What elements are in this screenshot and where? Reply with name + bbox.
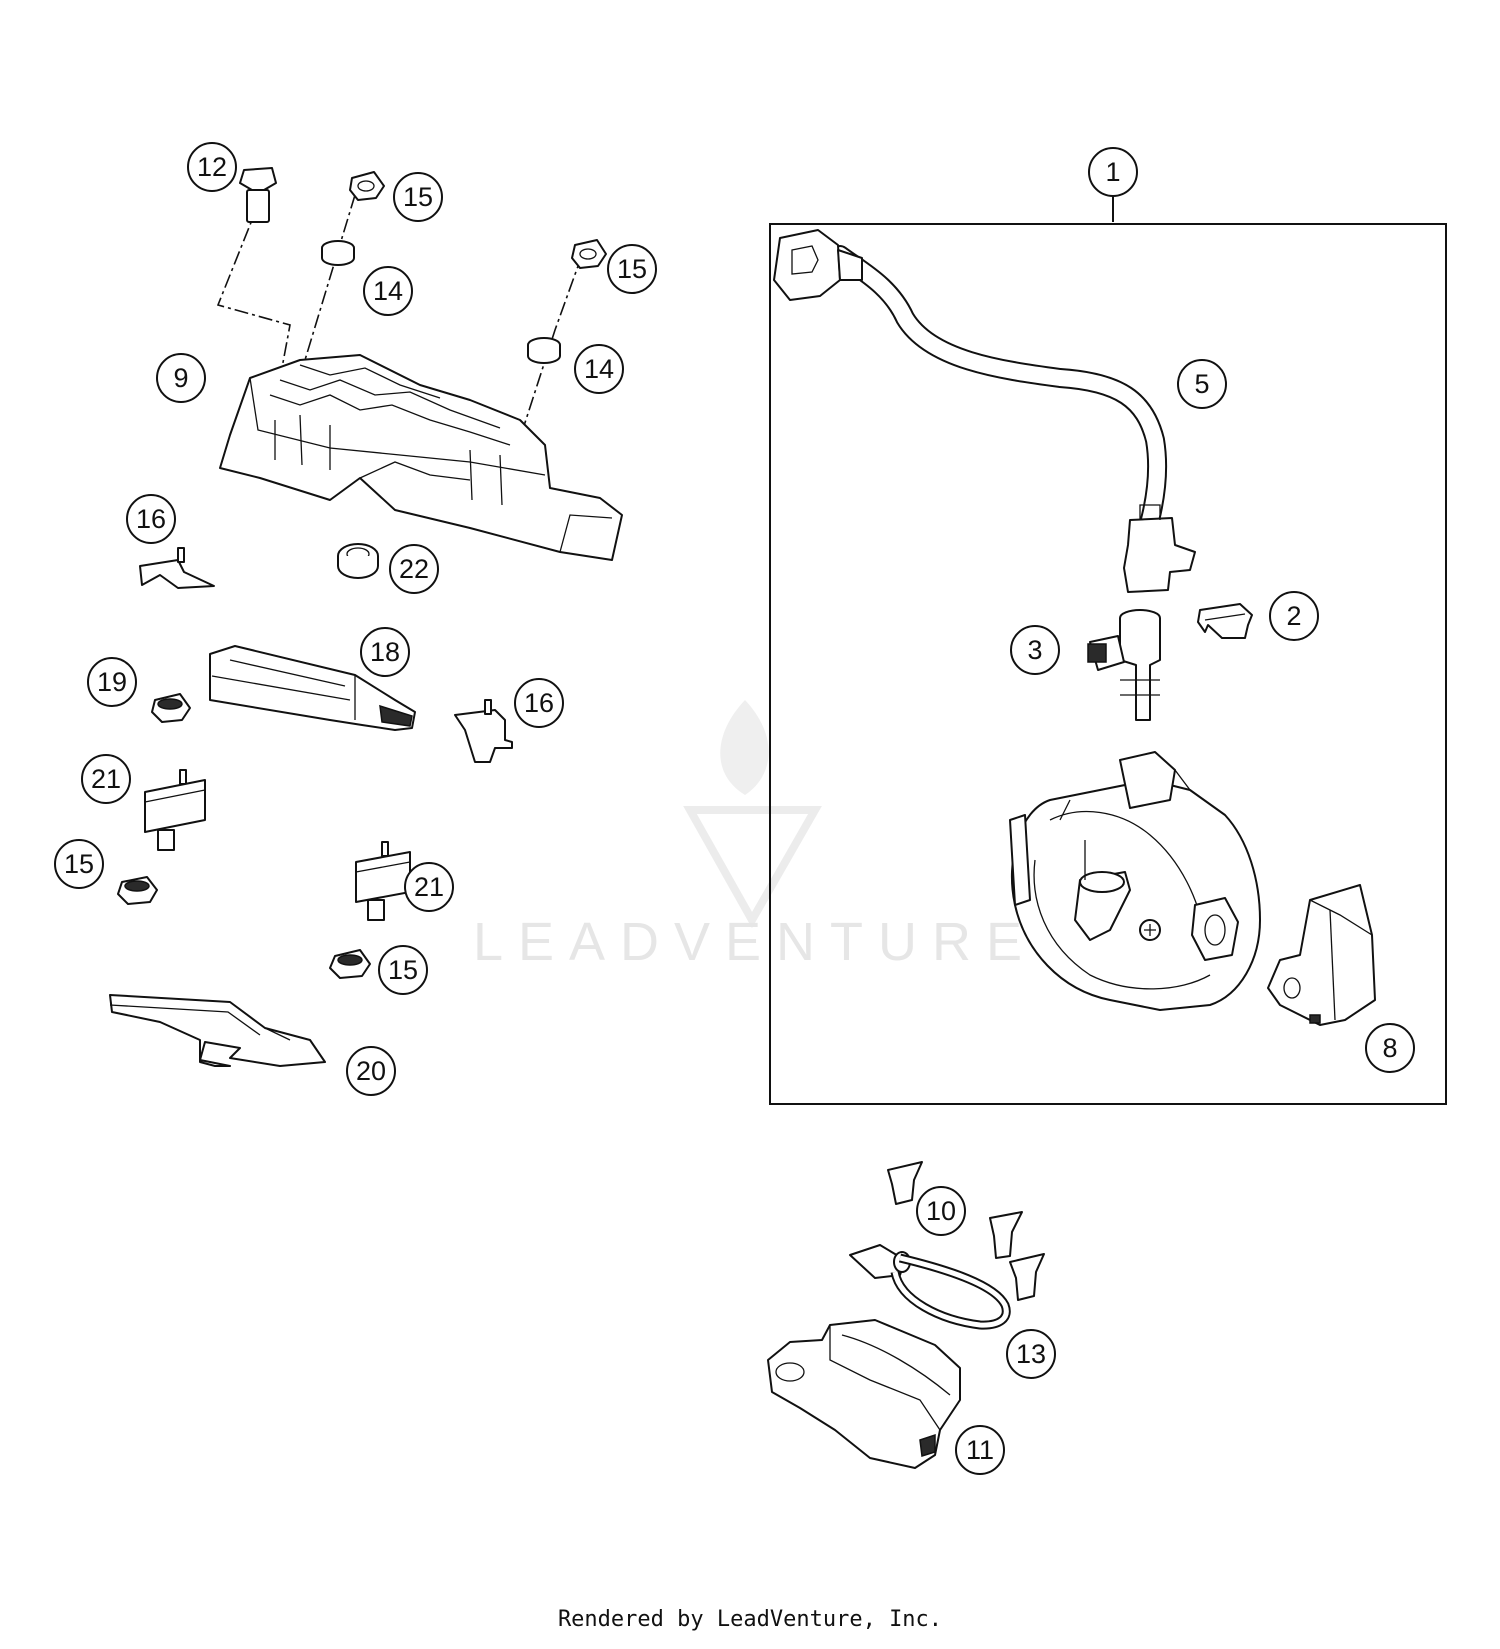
svg-text:19: 19 xyxy=(97,667,127,697)
svg-text:20: 20 xyxy=(356,1056,386,1086)
callout-15-d: 15 xyxy=(378,945,428,995)
callout-15-a: 15 xyxy=(393,172,443,222)
callout-18: 18 xyxy=(360,627,410,677)
callout-21-b: 21 xyxy=(404,862,454,912)
svg-text:12: 12 xyxy=(197,152,227,182)
svg-text:11: 11 xyxy=(966,1435,994,1465)
part-21-damper-b xyxy=(355,841,411,921)
svg-text:15: 15 xyxy=(388,955,418,985)
callout-8: 8 xyxy=(1365,1023,1415,1073)
part-22-grommet xyxy=(337,543,379,579)
part-18-ecu xyxy=(209,645,416,731)
svg-text:22: 22 xyxy=(399,554,429,584)
part-10-screw-c xyxy=(1009,1253,1045,1301)
svg-text:1: 1 xyxy=(1105,157,1120,187)
watermark-v-icon xyxy=(683,806,822,929)
callout-20: 20 xyxy=(346,1046,396,1096)
svg-text:16: 16 xyxy=(524,688,554,718)
part-2-clip xyxy=(1197,603,1253,639)
svg-text:13: 13 xyxy=(1016,1339,1046,1369)
svg-text:15: 15 xyxy=(617,254,647,284)
kit-frame xyxy=(769,195,1447,1105)
svg-text:21: 21 xyxy=(91,764,121,794)
callout-12: 12 xyxy=(187,142,237,192)
svg-text:16: 16 xyxy=(136,504,166,534)
svg-text:14: 14 xyxy=(584,354,614,384)
svg-text:2: 2 xyxy=(1286,601,1301,631)
part-13-clamp xyxy=(849,1244,1011,1330)
svg-text:15: 15 xyxy=(403,182,433,212)
svg-text:21: 21 xyxy=(414,872,444,902)
part-12-bolt xyxy=(239,167,277,223)
part-15-nut-c xyxy=(117,876,158,905)
part-15-nut-b xyxy=(571,239,607,269)
part-8-sensor xyxy=(1267,884,1376,1026)
part-10-screw-b xyxy=(989,1211,1023,1259)
callout-2: 2 xyxy=(1269,591,1319,641)
part-19-nut xyxy=(151,693,191,723)
svg-text:15: 15 xyxy=(64,849,94,879)
svg-text:9: 9 xyxy=(173,363,188,393)
callout-16-a: 16 xyxy=(126,494,176,544)
svg-text:14: 14 xyxy=(373,276,403,306)
callout-15-c: 15 xyxy=(54,839,104,889)
watermark-flame-icon xyxy=(720,700,769,795)
callout-13: 13 xyxy=(1006,1329,1056,1379)
leadventure-watermark: LEADVENTURE xyxy=(473,700,1037,972)
part-15-nut-a xyxy=(349,171,385,201)
footer-credit: Rendered by LeadVenture, Inc. xyxy=(557,1607,943,1632)
svg-text:8: 8 xyxy=(1382,1033,1397,1063)
callout-14-b: 14 xyxy=(574,344,624,394)
part-15-nut-d xyxy=(329,949,371,979)
part-20-plate xyxy=(109,994,326,1067)
svg-text:18: 18 xyxy=(370,637,400,667)
part-21-damper-a xyxy=(144,769,206,851)
part-16-bracket-b xyxy=(454,699,513,763)
callout-14-a: 14 xyxy=(363,266,413,316)
callout-19: 19 xyxy=(87,657,137,707)
callout-3: 3 xyxy=(1010,625,1060,675)
callout-21-a: 21 xyxy=(81,754,131,804)
watermark-text: LEADVENTURE xyxy=(473,912,1037,972)
parts-diagram: LEADVENTURE xyxy=(54,142,1447,1475)
part-5-harness xyxy=(773,229,1196,593)
part-3-injector xyxy=(1087,609,1161,721)
part-14-spacer-b xyxy=(527,337,561,364)
svg-text:10: 10 xyxy=(926,1196,956,1226)
callout-5: 5 xyxy=(1177,359,1227,409)
callout-22: 22 xyxy=(389,544,439,594)
callout-16-b: 16 xyxy=(514,678,564,728)
callout-1: 1 xyxy=(1088,147,1138,197)
callout-9: 9 xyxy=(156,353,206,403)
throttle-body xyxy=(1009,751,1261,1011)
part-16-bracket-a xyxy=(139,547,215,589)
callout-15-b: 15 xyxy=(607,244,657,294)
part-14-spacer-a xyxy=(321,240,355,266)
callout-10: 10 xyxy=(916,1186,966,1236)
part-11-flange xyxy=(767,1319,961,1469)
part-10-screw-a xyxy=(887,1161,923,1205)
callout-11: 11 xyxy=(955,1425,1005,1475)
svg-text:3: 3 xyxy=(1027,635,1042,665)
svg-text:5: 5 xyxy=(1194,369,1209,399)
part-9-bracket xyxy=(219,354,623,561)
